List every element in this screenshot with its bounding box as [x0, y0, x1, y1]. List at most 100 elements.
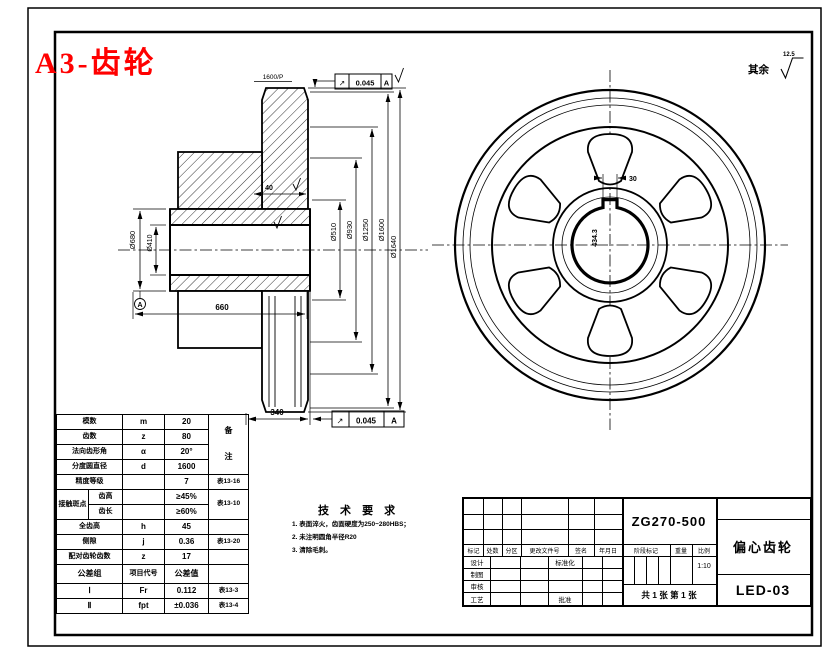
roughness-icon: [292, 177, 301, 192]
table-row: 全齿高 h 45: [56, 519, 249, 535]
standardization-label: 标准化: [555, 560, 575, 567]
dim-tip-diameter: Ø1640: [389, 236, 398, 259]
grid-line: [464, 529, 622, 530]
param-value: ≥60%: [164, 504, 209, 520]
table-row: 法向齿形角 α 20°: [56, 444, 249, 460]
param-symbol: d: [122, 459, 165, 475]
param-name: 分度圆直径: [56, 459, 123, 475]
grid-line: [670, 544, 671, 584]
drawing-number: LED-03: [735, 581, 791, 598]
grid-line: [548, 556, 549, 605]
param-value: 20: [164, 414, 209, 430]
grid-line: [594, 499, 595, 556]
hub-section-bottom: [169, 274, 311, 292]
rim-note: 1600/P: [263, 74, 284, 81]
front-view: 30 434.3: [432, 70, 788, 430]
runout-symbol: ↗: [339, 79, 345, 88]
hub-section-top: [169, 208, 311, 226]
table-row: Ⅰ Fr 0.112 表13-3: [56, 583, 249, 599]
dim-keyway-depth: 434.3: [592, 229, 599, 247]
technical-requirements: 技 术 要 求 1. 表面淬火，齿面硬度为250~280HBS； 2. 未注明圆…: [292, 502, 472, 557]
title-block: 标记 处数 分区 更改文件号 签名 年月日 设计 制图 审核 工艺 标准化 批准…: [462, 497, 812, 607]
table-row: 配对齿轮齿数 z 17: [56, 549, 249, 565]
param-name: 接触斑点: [56, 489, 89, 520]
revision-header: 签名: [574, 548, 587, 555]
role-label-draft: 制图: [470, 572, 484, 579]
grid-line: [602, 556, 603, 605]
param-symbol: Fr: [122, 583, 165, 599]
tolerance-group-header: 公差组: [56, 564, 123, 584]
runout-datum: A: [384, 79, 390, 88]
sheet-note-roughness: 12.5: [783, 52, 795, 58]
param-name: 模数: [56, 414, 123, 430]
param-value: 45: [164, 519, 209, 535]
grid-line: [464, 514, 622, 515]
revision-header: 处数: [486, 548, 499, 555]
grid-line: [622, 584, 716, 585]
param-value: 7: [164, 474, 209, 490]
dim-keyway-width: 30: [629, 176, 637, 183]
grid-line: [464, 592, 622, 593]
param-value: 1600: [164, 459, 209, 475]
param-symbol: z: [122, 429, 165, 445]
param-ref: 表13-16: [208, 474, 249, 490]
param-ref: [208, 549, 249, 565]
revision-header: 更改文件号: [529, 548, 560, 555]
dim-hub-diameter: Ø680: [128, 231, 137, 249]
grid-line: [622, 499, 624, 605]
dim-bore-diameter: Ø410: [147, 234, 154, 251]
grid-line: [490, 556, 491, 605]
outer-frame: [27, 7, 822, 647]
part-name: 偏心齿轮: [732, 540, 793, 555]
runout-value: 0.045: [356, 79, 375, 88]
grid-line: [692, 544, 693, 584]
revision-header: 年月日: [598, 548, 617, 555]
param-symbol: z: [122, 549, 165, 565]
web-section-bottom: [177, 290, 263, 349]
material: ZG270-500: [631, 514, 707, 529]
param-symbol: m: [122, 414, 165, 430]
note-column: 备 注: [208, 414, 249, 475]
param-name: 法向齿形角: [56, 444, 123, 460]
datum-symbol: [134, 298, 146, 310]
param-symbol: α: [122, 444, 165, 460]
param-name: 侧隙: [56, 534, 123, 550]
note-char: 备: [224, 426, 233, 436]
param-value: 80: [164, 429, 209, 445]
hub-circle: [552, 187, 668, 303]
param-name: Ⅱ: [56, 598, 123, 614]
param-ref: [208, 564, 249, 584]
runout-tolerance-frame-bottom: ↗ 0.045 A: [331, 410, 405, 428]
dim-pitch-diameter: Ø1600: [377, 219, 386, 242]
sheet-title: A3-齿轮: [35, 47, 157, 80]
dim-recess-diameter: Ø510: [329, 223, 338, 241]
table-row: 侧隙 j 0.36 表13-20: [56, 534, 249, 550]
grid-line: [483, 499, 484, 556]
grid-line: [658, 556, 659, 584]
runout-value: 0.045: [356, 417, 377, 426]
dim-web-step: 40: [265, 185, 273, 192]
param-value: ≥45%: [164, 489, 209, 505]
tolerance-code-header: 项目代号: [122, 564, 165, 584]
dim-hub-width: 340: [270, 408, 284, 417]
table-row: 齿长 ≥60%: [57, 504, 249, 520]
param-ref: [208, 519, 249, 535]
roughness-icon: [273, 215, 282, 230]
inner-frame: [53, 30, 814, 637]
role-label-design: 设计: [470, 560, 484, 567]
grid-line: [582, 556, 583, 605]
revision-header: 分区: [505, 548, 518, 555]
param-name: Ⅰ: [56, 583, 123, 599]
weight-label: 重量: [674, 548, 687, 555]
technical-requirement-item: 3. 清除毛刺。: [292, 547, 332, 554]
table-row: Ⅱ fpt ±0.036 表13-4: [56, 598, 249, 614]
tip-circle: [453, 88, 767, 402]
table-row: 分度圆直径 d 1600: [56, 459, 249, 475]
grid-line: [502, 499, 503, 556]
table-row: 模数 m 20 备 注: [56, 414, 249, 475]
approve-label: 批准: [558, 596, 572, 604]
pitch-circle: [462, 97, 758, 393]
param-subname: 齿高: [88, 489, 123, 505]
note-char: 注: [224, 452, 233, 462]
